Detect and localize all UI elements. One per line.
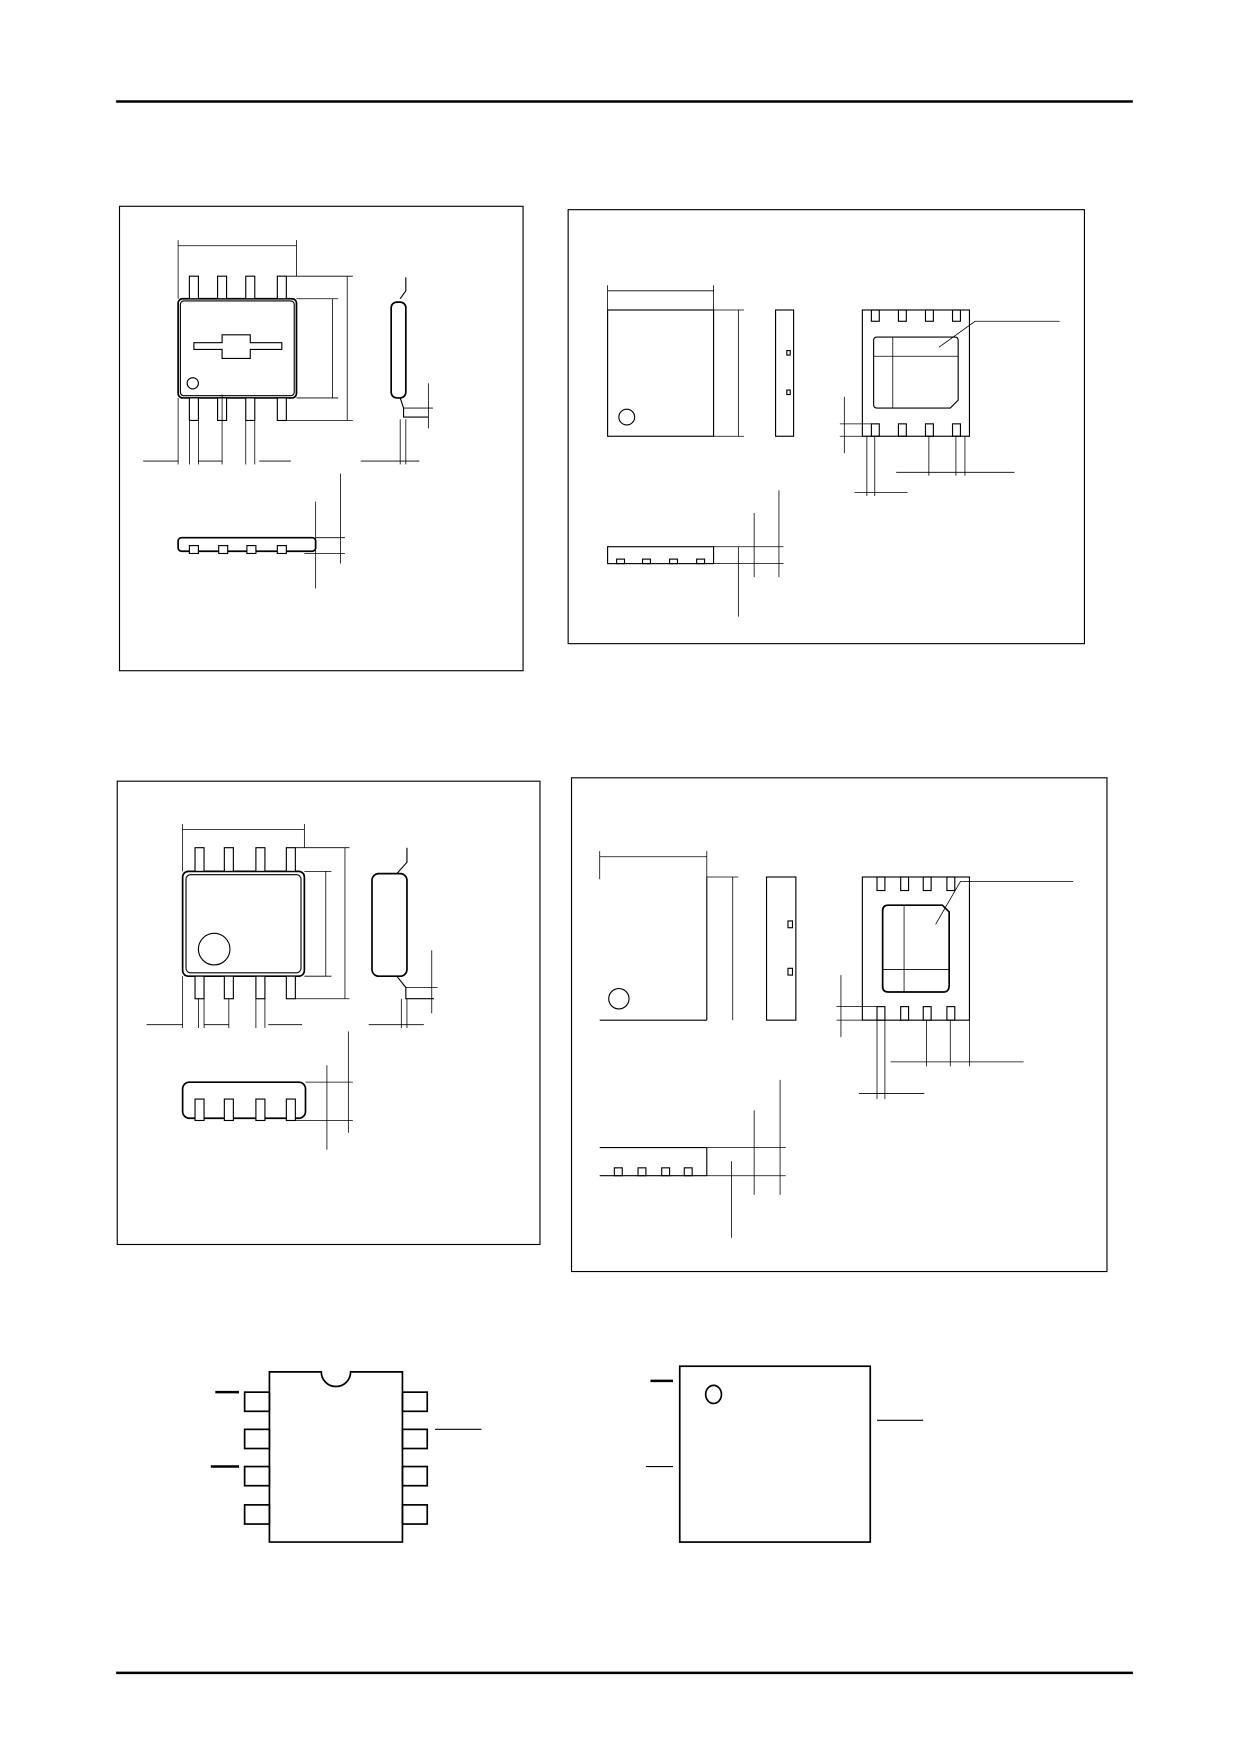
pin1-marker xyxy=(608,988,630,1010)
pin1-marker xyxy=(186,377,199,390)
sop8-side-view xyxy=(360,277,433,465)
sop8-variant-side-view xyxy=(368,847,438,1029)
dfn8-bottom-view xyxy=(839,309,1060,496)
sop8-variant-front-view xyxy=(181,1031,353,1150)
sop8-variant-outline-drawing xyxy=(116,780,541,1246)
sop8-outline-drawing xyxy=(118,205,524,672)
dfn8-side-view xyxy=(774,309,795,437)
pin1-marker xyxy=(618,408,636,426)
exposed-pad xyxy=(881,904,951,993)
sop8-pin-assignment xyxy=(210,1371,482,1543)
dfn8-variant-outline-drawing xyxy=(570,777,1108,1273)
pin1-marker xyxy=(704,1384,723,1405)
dfn8-variant-side-view xyxy=(765,876,797,1021)
sop8-top-view xyxy=(143,240,353,465)
pin1-marker xyxy=(197,932,231,966)
dfn8-top-view xyxy=(607,285,744,437)
sop8-front-view xyxy=(177,473,345,589)
dfn8-outline-drawing xyxy=(567,209,1085,645)
exposed-pad xyxy=(873,336,959,409)
exposed-pad-leader xyxy=(935,881,1074,925)
marking-symbol xyxy=(193,334,283,360)
exposed-pad-leader xyxy=(938,320,1060,348)
dfn8-variant-bottom-view xyxy=(836,876,1074,1100)
dfn8-pin-assignment xyxy=(645,1365,924,1543)
dfn8-front-view xyxy=(607,490,784,617)
dfn8-variant-front-view xyxy=(599,1079,786,1238)
dfn8-variant-top-view xyxy=(599,851,739,1021)
sop8-variant-top-view xyxy=(146,824,350,1029)
